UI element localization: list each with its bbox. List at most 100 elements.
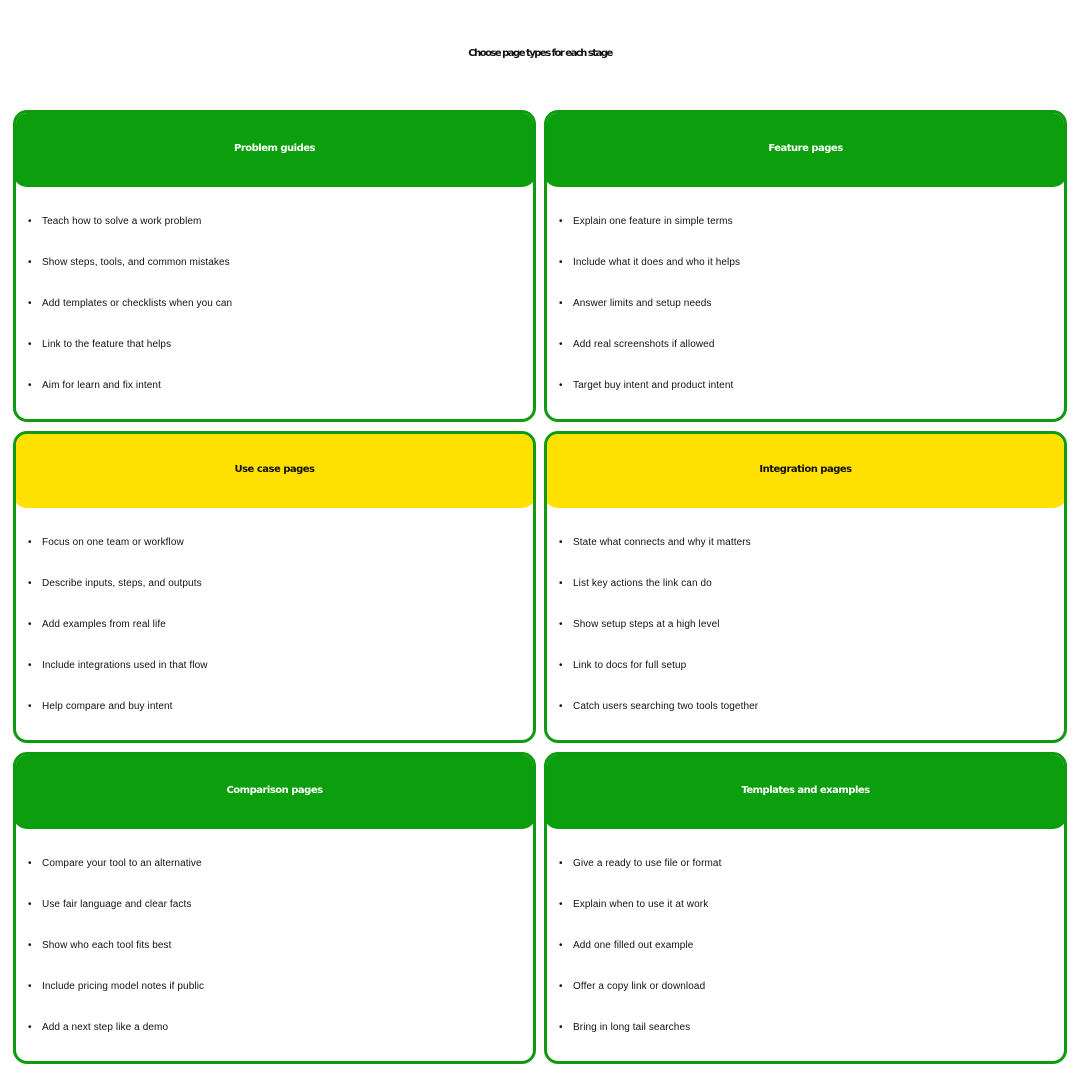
bullet-text: Offer a copy link or download <box>573 981 706 992</box>
list-item: • Show setup steps at a high level <box>559 604 1064 645</box>
list-item: • State what connects and why it matters <box>559 522 1064 563</box>
list-item: • Use fair language and clear facts <box>28 884 533 925</box>
list-item: •Describe inputs, steps, and outputs <box>28 563 533 604</box>
list-item: • Add examples from real life <box>28 604 533 645</box>
bullet-text: List key actions the link can do <box>573 578 712 589</box>
bullet-text: Catch users searching two tools together <box>573 701 759 712</box>
card-use-case-pages: Use case pages •Focus on one team or wor… <box>13 431 536 743</box>
bullet-text: Show setup steps at a high level <box>573 619 720 630</box>
bullet-text: Give a ready to use file or format <box>573 858 722 869</box>
bullet-text: Bring in long tail searches <box>573 1022 691 1033</box>
bullet-text: Add examples from real life <box>42 619 166 630</box>
list-item: • Teach how to solve a work problem <box>28 201 533 242</box>
bullet-list: • Give a ready to use file or format • Exp… <box>547 829 1064 1048</box>
bullet-dot: • <box>559 940 563 951</box>
list-item: • Include pricing model notes if public <box>28 966 533 1007</box>
bullet-text: State what connects and why it matters <box>573 537 751 548</box>
card-integration-pages: Integration pages • State what connects a… <box>544 431 1067 743</box>
page-title: Choose page types for each stage <box>468 48 613 59</box>
bullet-text: Include what it does and who it helps <box>573 257 741 268</box>
bullet-text: Answer limits and setup needs <box>573 298 712 309</box>
list-item: • Link to the feature that helps <box>28 324 533 365</box>
list-item: • Show who each tool fits best <box>28 925 533 966</box>
bullet-text: Use fair language and clear facts <box>42 899 192 910</box>
bullet-text: Teach how to solve a work problem <box>42 216 202 227</box>
card-heading: Use case pages <box>16 434 533 508</box>
bullet-text: Help compare and buy intent <box>42 701 173 712</box>
bullet-dot: • <box>559 899 563 910</box>
bullet-dot: • <box>559 298 563 309</box>
bullet-dot: • <box>559 660 563 671</box>
card-comparison-pages: Comparison pages •Compare your tool to a… <box>13 752 536 1064</box>
bullet-dot: • <box>559 578 563 589</box>
bullet-dot: • <box>28 339 32 350</box>
bullet-text: Add real screenshots if allowed <box>573 339 715 350</box>
bullet-list: • Explain one feature in simple terms • In… <box>547 187 1064 406</box>
bullet-text: Include integrations used in that flow <box>42 660 208 671</box>
list-item: • Give a ready to use file or format <box>559 843 1064 884</box>
bullet-dot: • <box>28 619 32 630</box>
bullet-dot: • <box>28 216 32 227</box>
list-item: •Target buy intent and product intent <box>559 365 1064 406</box>
bullet-dot: • <box>559 257 563 268</box>
bullet-dot: • <box>28 940 32 951</box>
bullet-text: Explain one feature in simple terms <box>573 216 733 227</box>
bullet-dot: • <box>28 380 32 391</box>
bullet-text: Aim for learn and fix intent <box>42 380 161 391</box>
bullet-dot: • <box>559 339 563 350</box>
list-item: • Add one filled out example <box>559 925 1064 966</box>
bullet-text: Target buy intent and product intent <box>573 380 734 391</box>
bullet-list: •Compare your tool to an alternative • Us… <box>16 829 533 1048</box>
list-item: • Bring in long tail searches <box>559 1007 1064 1048</box>
bullet-text: Add templates or checklists when you can <box>42 298 233 309</box>
bullet-text: Add a next step like a demo <box>42 1022 169 1033</box>
bullet-list: • Teach how to solve a work problem • Show… <box>16 187 533 406</box>
bullet-dot: • <box>559 537 563 548</box>
list-item: • List key actions the link can do <box>559 563 1064 604</box>
bullet-dot: • <box>28 981 32 992</box>
list-item: • Link to docs for full setup <box>559 645 1064 686</box>
card-heading: Comparison pages <box>16 755 533 829</box>
bullet-dot: • <box>559 858 563 869</box>
list-item: •Focus on one team or workflow <box>28 522 533 563</box>
list-item: • Catch users searching two tools togethe… <box>559 686 1064 727</box>
list-item: •Compare your tool to an alternative <box>28 843 533 884</box>
bullet-text: Include pricing model notes if public <box>42 981 205 992</box>
bullet-dot: • <box>559 701 563 712</box>
list-item: • Aim for learn and fix intent <box>28 365 533 406</box>
bullet-dot: • <box>559 981 563 992</box>
bullet-dot: • <box>28 701 32 712</box>
card-templates-and-examples: Templates and examples •Give a ready to … <box>544 752 1067 1064</box>
list-item: • Add templates or checklists when you ca… <box>28 283 533 324</box>
card-heading: Integration pages <box>547 434 1064 508</box>
bullet-text: Link to docs for full setup <box>573 660 687 671</box>
bullet-dot: • <box>28 537 32 548</box>
bullet-text: Explain when to use it at work <box>573 899 709 910</box>
list-item: • Include what it does and who it helps <box>559 242 1064 283</box>
bullet-text: Show who each tool fits best <box>42 940 172 951</box>
bullet-dot: • <box>28 298 32 309</box>
card-heading: Problem guides <box>16 113 533 187</box>
bullet-text: Add one filled out example <box>573 940 694 951</box>
bullet-text: Describe inputs, steps, and outputs <box>42 578 202 589</box>
bullet-dot: • <box>559 1022 563 1033</box>
bullet-dot: • <box>28 858 32 869</box>
bullet-text: Link to the feature that helps <box>42 339 172 350</box>
list-item: • Answer limits and setup needs <box>559 283 1064 324</box>
bullet-dot: • <box>559 619 563 630</box>
list-item: • Add real screenshots if allowed <box>559 324 1064 365</box>
card-feature-pages: Feature pages • Explain one feature in si… <box>544 110 1067 422</box>
list-item: • Explain when to use it at work <box>559 884 1064 925</box>
bullet-dot: • <box>28 899 32 910</box>
list-item: • Offer a copy link or download <box>559 966 1064 1007</box>
list-item: • Show steps, tools, and common mistakes <box>28 242 533 283</box>
bullet-dot: • <box>559 216 563 227</box>
bullet-dot: • <box>28 257 32 268</box>
card-problem-guides: Problem guides • Teach how to solve a wor… <box>13 110 536 422</box>
bullet-dot: • <box>28 660 32 671</box>
list-item: •Add a next step like a demo <box>28 1007 533 1048</box>
card-heading: Feature pages <box>547 113 1064 187</box>
list-item: • Help compare and buy intent <box>28 686 533 727</box>
list-item: • Explain one feature in simple terms <box>559 201 1064 242</box>
bullet-text: Show steps, tools, and common mistakes <box>42 257 230 268</box>
